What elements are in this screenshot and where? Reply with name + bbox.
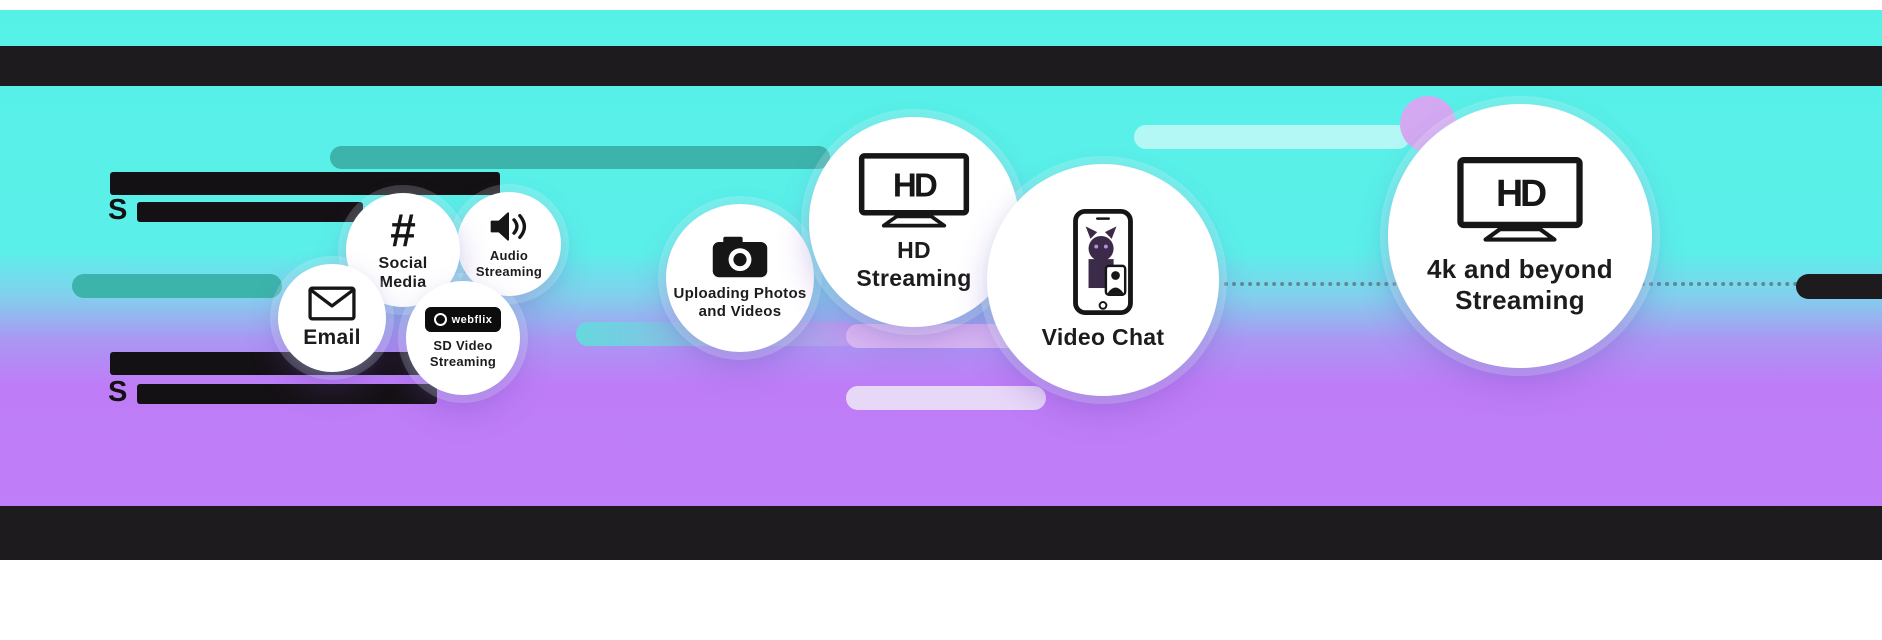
decor-pill-light-top-right bbox=[1134, 125, 1410, 149]
tv-screen-text: HD bbox=[1496, 172, 1546, 214]
bubble-label: Video Chat bbox=[1041, 324, 1165, 351]
bubble-email: Email bbox=[278, 264, 386, 372]
webflix-badge: webflix bbox=[424, 307, 502, 333]
hd-tv-icon: HD bbox=[1457, 157, 1583, 242]
webflix-logo-dot bbox=[433, 313, 447, 327]
bubble-video-chat: Video Chat bbox=[987, 164, 1219, 396]
bubble-uploading-photos-videos: Uploading Photos and Videos bbox=[666, 204, 814, 352]
bubble-label: Email bbox=[303, 325, 361, 349]
bubble-label: 4k and beyond Streaming bbox=[1427, 254, 1613, 315]
bubble-audio-streaming: Audio Streaming bbox=[457, 192, 561, 296]
webflix-logo-text: webflix bbox=[451, 313, 493, 326]
heading-lower-prefix: S bbox=[108, 376, 128, 408]
bubble-hd-streaming: HD HD Streaming bbox=[809, 117, 1019, 327]
decor-pill-lavender-2 bbox=[846, 386, 1046, 410]
camera-icon bbox=[712, 237, 768, 278]
bubble-label: SD Video Streaming bbox=[429, 338, 497, 369]
envelope-icon bbox=[308, 286, 356, 321]
redacted-heading-upper-line2 bbox=[137, 202, 363, 222]
redacted-heading-lower-line2 bbox=[137, 384, 437, 404]
speaker-icon bbox=[490, 212, 527, 241]
bubble-4k-streaming: HD 4k and beyond Streaming bbox=[1388, 104, 1652, 368]
hd-tv-icon: HD bbox=[858, 153, 970, 228]
bubble-label: HD Streaming bbox=[856, 237, 972, 291]
header-bar bbox=[0, 46, 1882, 86]
bubble-label: Social Media bbox=[378, 255, 428, 291]
bubble-label: Audio Streaming bbox=[475, 248, 543, 279]
bubble-label: Uploading Photos and Videos bbox=[673, 285, 807, 320]
connector-end-cap bbox=[1796, 274, 1882, 299]
tv-screen-text: HD bbox=[893, 168, 937, 205]
redacted-heading-upper-line1 bbox=[110, 172, 500, 195]
hashtag-icon: # bbox=[390, 204, 416, 257]
heading-upper-prefix: S bbox=[108, 194, 128, 226]
video-chat-phone-icon bbox=[1073, 209, 1133, 316]
bubble-sd-video-streaming: webflix SD Video Streaming bbox=[406, 281, 520, 395]
decor-pill-teal-long bbox=[330, 146, 830, 169]
decor-pill-teal-left bbox=[72, 274, 282, 298]
footer-bar bbox=[0, 506, 1882, 560]
